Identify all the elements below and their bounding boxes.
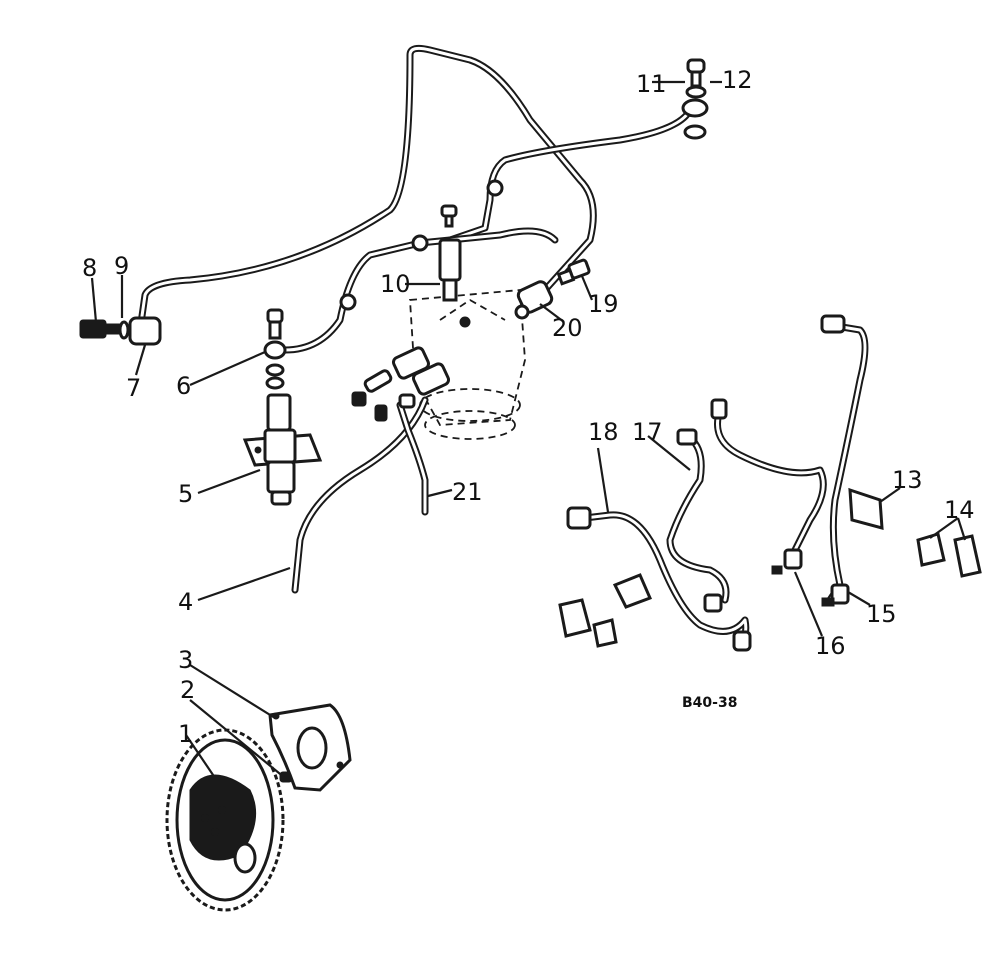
drive-gear-1 bbox=[165, 728, 285, 912]
fuel-pipe-21 bbox=[396, 401, 429, 516]
fuel-pipe-4 bbox=[291, 396, 429, 594]
callout-16: 16 bbox=[815, 632, 846, 660]
injector-pipe-set bbox=[566, 314, 869, 652]
callouts: 1 2 3 4 5 6 7 8 9 10 11 12 13 14 15 16 1… bbox=[82, 66, 975, 748]
pipe-clips bbox=[558, 487, 982, 648]
callout-1: 1 bbox=[178, 720, 193, 748]
fuel-pipe-upper-right bbox=[446, 106, 694, 244]
fitting-20 bbox=[514, 280, 554, 320]
callout-8: 8 bbox=[82, 254, 97, 282]
callout-5: 5 bbox=[178, 480, 193, 508]
callout-18: 18 bbox=[588, 418, 619, 446]
callout-19: 19 bbox=[588, 290, 619, 318]
fuel-pipe-middle bbox=[281, 227, 559, 354]
delivery-valve-10 bbox=[438, 204, 471, 328]
callout-2: 2 bbox=[180, 676, 195, 704]
callout-12: 12 bbox=[722, 66, 753, 94]
callout-17: 17 bbox=[632, 418, 663, 446]
callout-10: 10 bbox=[380, 270, 411, 298]
callout-20: 20 bbox=[552, 314, 583, 342]
callout-7: 7 bbox=[126, 374, 141, 402]
gasket-3 bbox=[268, 703, 352, 792]
banjo-bolt-11 bbox=[681, 58, 709, 140]
leader-lines bbox=[90, 80, 967, 801]
callout-11: 11 bbox=[636, 70, 667, 98]
reference-code: B40-38 bbox=[682, 695, 737, 711]
callout-4: 4 bbox=[178, 588, 193, 616]
callout-14: 14 bbox=[944, 496, 975, 524]
callout-13: 13 bbox=[892, 466, 923, 494]
callout-15: 15 bbox=[866, 600, 897, 628]
callout-3: 3 bbox=[178, 646, 193, 674]
bolt-19 bbox=[556, 258, 591, 286]
callout-21: 21 bbox=[452, 478, 483, 506]
pipe-clamps bbox=[339, 179, 504, 311]
washer-stack-6 bbox=[263, 308, 287, 390]
pump-outlet-fittings bbox=[351, 346, 451, 422]
banjo-fitting-7 bbox=[79, 316, 162, 346]
callout-9: 9 bbox=[114, 252, 129, 280]
fuel-pipe-long bbox=[136, 44, 597, 334]
callout-6: 6 bbox=[176, 372, 191, 400]
injector-5 bbox=[242, 393, 323, 506]
